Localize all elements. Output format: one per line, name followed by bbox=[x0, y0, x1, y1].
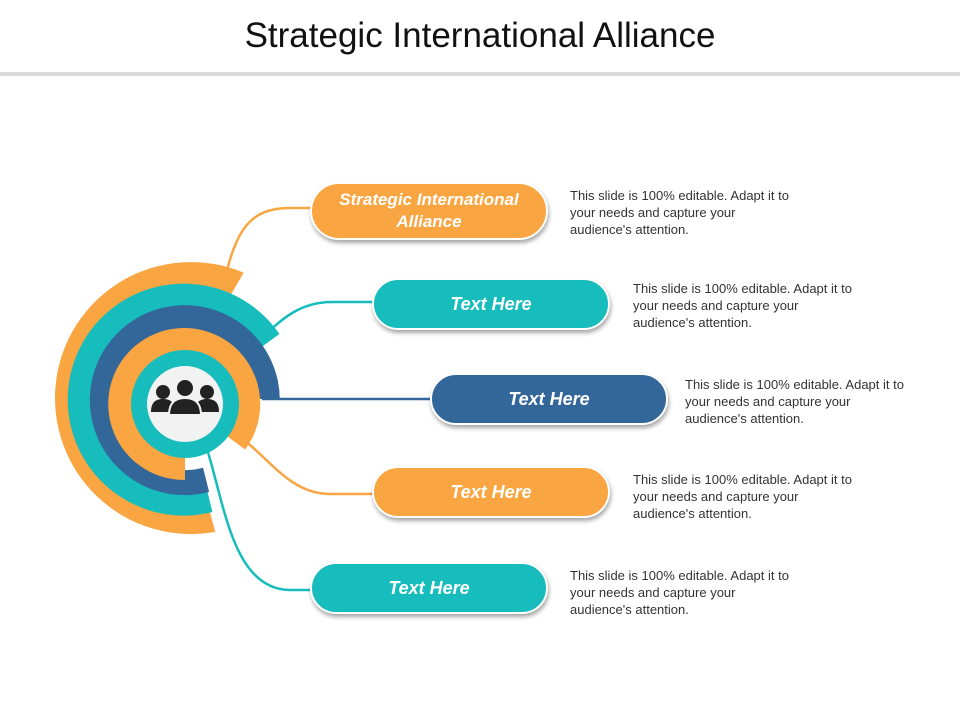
item-description-3: This slide is 100% editable. Adapt it to… bbox=[685, 377, 904, 426]
item-label-2: Text Here bbox=[450, 294, 532, 314]
team-people-icon bbox=[151, 378, 219, 416]
item-label-4: Text Here bbox=[450, 482, 532, 502]
connector-5 bbox=[204, 445, 316, 592]
item-description-2: This slide is 100% editable. Adapt it to… bbox=[633, 281, 852, 330]
item-pill-4[interactable]: Text Here bbox=[372, 466, 610, 518]
item-label-1: Strategic International Alliance bbox=[339, 190, 519, 231]
connector-1 bbox=[222, 206, 316, 283]
item-description-5: This slide is 100% editable. Adapt it to… bbox=[570, 568, 789, 617]
connector-4 bbox=[243, 439, 378, 496]
item-pill-5[interactable]: Text Here bbox=[310, 562, 548, 614]
item-pill-3[interactable]: Text Here bbox=[430, 373, 668, 425]
item-pill-1[interactable]: Strategic International Alliance bbox=[310, 182, 548, 240]
title-divider bbox=[0, 72, 960, 76]
item-label-5: Text Here bbox=[388, 578, 470, 598]
item-description-4: This slide is 100% editable. Adapt it to… bbox=[633, 472, 852, 521]
slide-title: Strategic International Alliance bbox=[244, 16, 716, 55]
item-label-3: Text Here bbox=[508, 389, 590, 409]
item-description-1: This slide is 100% editable. Adapt it to… bbox=[570, 188, 789, 237]
item-pill-2[interactable]: Text Here bbox=[372, 278, 610, 330]
